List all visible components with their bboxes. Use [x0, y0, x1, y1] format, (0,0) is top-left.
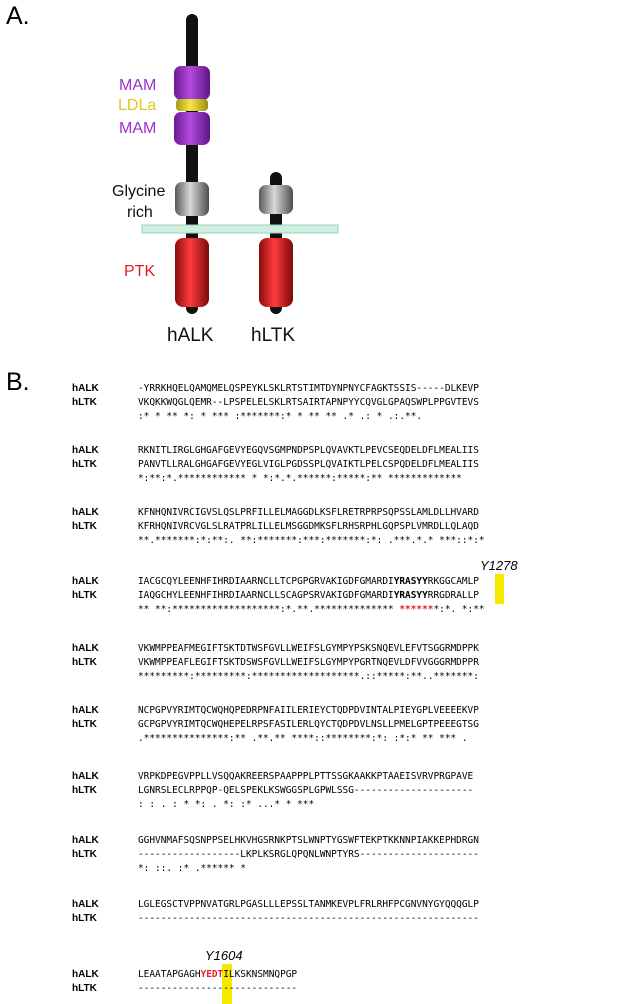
seq-name-halk: hALK [72, 445, 99, 456]
tyrosine-ltk: Y [393, 590, 400, 601]
mam-label-top: MAM [119, 77, 156, 94]
mam-label-bottom: MAM [119, 120, 156, 137]
seq-name-halk: hALK [72, 969, 99, 980]
protein-label-hltk: hLTK [251, 325, 295, 346]
domain-diagram: MAM LDLa MAM Glycine rich PTK hALK hLTK [112, 14, 339, 346]
consensus-line: *:**:*.************ * *:*.*.******:*****… [138, 473, 462, 484]
cons-conserved-motif: ****** [399, 604, 434, 615]
seq-halk: LGLEGSCTVPPNVATGRLPGASLLLEPSSLTANMKEVPLF… [138, 899, 479, 910]
y1278-highlight [495, 574, 504, 604]
seq-name-halk: hALK [72, 383, 99, 394]
seq-name-hltk: hLTK [72, 785, 97, 796]
cons-segment: ** **:*******************:*.**.*********… [138, 604, 400, 615]
site-label-y1278: Y1278 [480, 558, 518, 573]
consensus-line: ** **:*******************:*.**.*********… [138, 603, 485, 617]
seq-halk: RKNITLIRGLGHGAFGEVYEGQVSGMPNDPSPLQVAVKTL… [138, 445, 479, 456]
consensus-line: :* * ** *: * *** :*******:* * ** ** .* .… [138, 411, 423, 422]
seq-halk: LEAATAPGAGHYEDTILKSKNSMNQPGP [138, 968, 297, 982]
seq-segment: RRGDRALLP [427, 590, 479, 601]
seq-hltk: IAQGCHYLEENHFIHRDIAARNCLLSCAGPSRVAKIGDFG… [138, 589, 479, 603]
glycine-domain-ltk [259, 185, 293, 214]
seq-name-hltk: hLTK [72, 521, 97, 532]
seq-name-hltk: hLTK [72, 590, 97, 601]
panel-a-label: A. [6, 2, 30, 30]
seq-hltk: ------------------LKPLKSRGLQPQNLWNPTYRS-… [138, 849, 479, 860]
consensus-line: **.*******:*:**:. **:*******:***:*******… [138, 535, 485, 546]
seq-segment: IACGCQYLEENHFIHRDIAARNCLLTCPGPGRVAKIGDFG… [138, 576, 394, 587]
seq-name-hltk: hLTK [72, 913, 97, 924]
glycine-label-line2: rich [127, 204, 153, 221]
seq-halk: -YRRKHQELQAMQMELQSPEYKLSKLRTSTIMTDYNPNYC… [138, 383, 479, 394]
seq-name-hltk: hLTK [72, 397, 97, 408]
panel-b-label: B. [6, 368, 30, 396]
seq-hltk: KFRHQNIVRCVGLSLRATPRLILLELMSGGDMKSFLRHSR… [138, 521, 479, 532]
seq-segment: IAQGCHYLEENHFIHRDIAARNCLLSCAGPSRVAKIGDFG… [138, 590, 394, 601]
seq-name-hltk: hLTK [72, 719, 97, 730]
seq-name-hltk: hLTK [72, 983, 97, 994]
site-label-y1604: Y1604 [205, 948, 243, 963]
seq-name-halk: hALK [72, 576, 99, 587]
seq-name-halk: hALK [72, 507, 99, 518]
seq-hltk: PANVTLLRALGHGAFGEVYEGLVIGLPGDSSPLQVAIKTL… [138, 459, 479, 470]
seq-segment: LEAATAPGAGH [138, 969, 201, 980]
seq-halk: IACGCQYLEENHFIHRDIAARNCLLTCPGPGRVAKIGDFG… [138, 575, 479, 589]
seq-name-hltk: hLTK [72, 657, 97, 668]
seq-hltk: VKQKKWQGLQEMR--LPSPELELSKLRTSAIRTAPNPYYC… [138, 397, 479, 408]
cons-segment: *:*. *:** [433, 604, 485, 615]
cell-membrane [141, 224, 339, 234]
seq-hltk: LGNRSLECLRPPQP-QELSPEKLKSWGGSPLGPWLSSG--… [138, 785, 474, 796]
ptk-label: PTK [124, 263, 155, 280]
glycine-domain-alk [175, 182, 209, 216]
seq-hltk: ----------------------------------------… [138, 913, 479, 924]
ptk-domain-ltk [259, 238, 293, 307]
ldla-domain [176, 99, 208, 111]
motif-rasyy: RASYY [399, 576, 428, 587]
seq-halk: KFNHQNIVRCIGVSLQSLPRFILLELMAGGDLKSFLRETR… [138, 507, 479, 518]
seq-halk: GGHVNMAFSQSNPPSELHKVHGSRNKPTSLWNPTYGSWFT… [138, 835, 479, 846]
consensus-line: .***************:** .**.** ****::*******… [138, 733, 468, 744]
mam-domain-bottom [174, 112, 210, 145]
seq-name-halk: hALK [72, 705, 99, 716]
seq-hltk: VKWMPPEAFLEGIFTSKTDSWSFGVLLWEIFSLGYMPYPG… [138, 657, 479, 668]
consensus-line: *********:*********:*******************.… [138, 671, 479, 682]
seq-halk: NCPGPVYRIMTQCWQHQPEDRPNFAIILERIEYCTQDPDV… [138, 705, 479, 716]
seq-name-halk: hALK [72, 771, 99, 782]
seq-hltk: ---------------------------- [138, 983, 298, 994]
seq-name-halk: hALK [72, 643, 99, 654]
seq-segment: RKGGCAMLP [427, 576, 479, 587]
seq-name-hltk: hLTK [72, 459, 97, 470]
mam-domain-top [174, 66, 210, 100]
seq-segment: ILKSKNSMNQPGP [223, 969, 298, 980]
seq-name-halk: hALK [72, 835, 99, 846]
protein-label-halk: hALK [167, 325, 214, 346]
tyrosine-1278: Y [393, 576, 400, 587]
seq-name-halk: hALK [72, 899, 99, 910]
ldla-label: LDLa [118, 97, 156, 114]
seq-halk: VRPKDPEGVPPLLVSQQAKREERSPAAPPPLPTTSSGKAA… [138, 771, 474, 782]
y1604-highlight [222, 964, 232, 1004]
motif-yedt: YEDT [200, 969, 224, 980]
ptk-domain-alk [175, 238, 209, 307]
motif-rasyy: RASYY [399, 590, 428, 601]
seq-hltk: GCPGPVYRIMTQCWQHEPELRPSFASILERLQYCTQDPDV… [138, 719, 479, 730]
seq-name-hltk: hLTK [72, 849, 97, 860]
consensus-line: *: ::. :* .****** * [138, 863, 246, 874]
glycine-label-line1: Glycine [112, 183, 165, 200]
seq-halk: VKWMPPEAFMEGIFTSKTDTWSFGVLLWEIFSLGYMPYPS… [138, 643, 479, 654]
consensus-line: : : . : * *: . *: :* ...* * *** [138, 799, 315, 810]
